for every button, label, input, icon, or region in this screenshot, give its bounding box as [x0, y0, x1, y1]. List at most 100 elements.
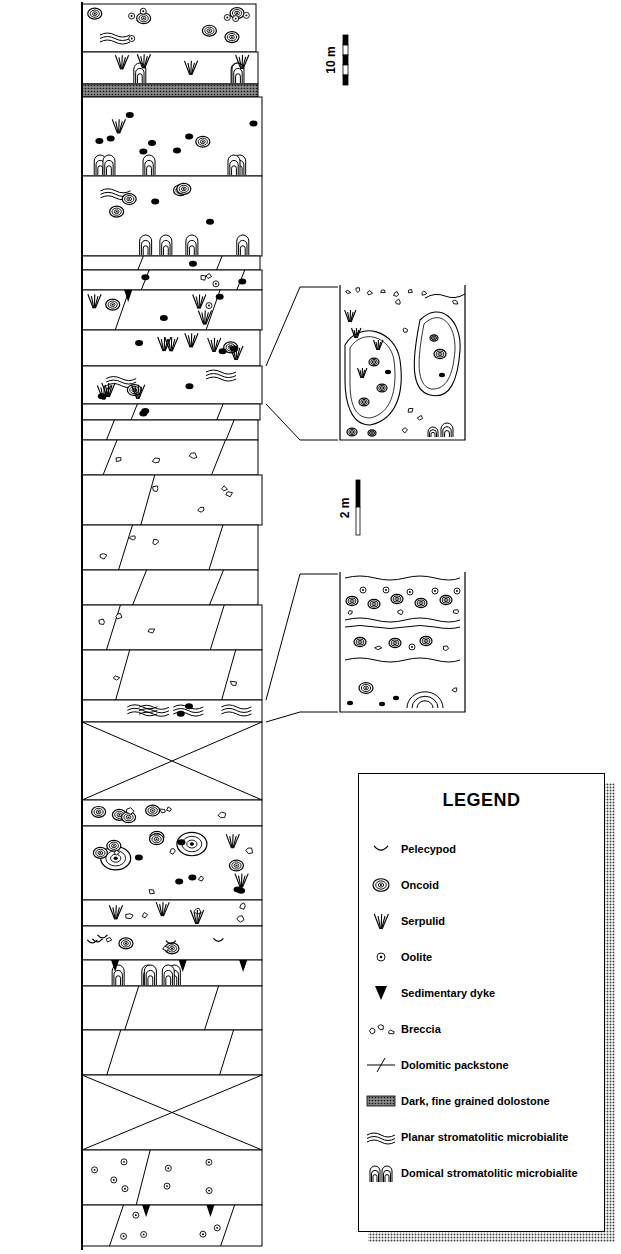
oolite-symbol: [140, 8, 146, 14]
grain-blob: [175, 879, 183, 885]
oncoid-ring: [234, 864, 239, 868]
oncoid-core: [99, 852, 101, 854]
breccia-clast: [153, 486, 158, 492]
stromatolite-lamina: [445, 431, 450, 437]
oncoid-symbol: [177, 183, 191, 194]
packstone-joint: [377, 1058, 385, 1072]
stromatolite-lamina: [189, 246, 194, 255]
serpulid-tube: [382, 914, 388, 929]
legend-symbol: [365, 1054, 397, 1076]
oolite-ring: [121, 1159, 127, 1165]
stromatolite-lamina: [164, 970, 172, 985]
breccia-clast: [394, 292, 399, 297]
oncoid-core: [113, 845, 115, 847]
bed-outline: [82, 475, 262, 525]
oncoid-ring: [111, 844, 116, 848]
serpulid-symbol: [88, 294, 101, 308]
inset-leader: [266, 404, 338, 440]
oncoid-core: [425, 640, 427, 641]
oncoid-ring: [372, 602, 376, 605]
bed-outline: [82, 826, 262, 900]
scale-label: 2 m: [338, 498, 352, 519]
oncoid-ring: [368, 430, 376, 436]
upper-inset: [266, 285, 465, 440]
oolite-ring: [140, 8, 146, 14]
breccia-clast: [201, 276, 206, 281]
serpulid-symbol: [193, 295, 206, 309]
oncoid-core: [143, 17, 145, 19]
oncoid-symbol: [122, 194, 136, 205]
breccia-clast: [170, 849, 175, 855]
oncoid-core: [381, 387, 382, 388]
oolite-symbol: [454, 588, 460, 594]
oolite-ring: [206, 303, 212, 309]
oncoid-core: [351, 431, 352, 432]
scale-segment: [343, 35, 348, 45]
oncoid-ring: [347, 428, 357, 436]
serpulid-tube: [215, 338, 221, 352]
pelecypod-shell: [374, 846, 388, 850]
oolite-core: [94, 1169, 96, 1171]
packstone-joint: [211, 440, 225, 475]
oncoid-symbol: [119, 938, 133, 949]
oolite-core: [245, 14, 247, 16]
bed: [82, 84, 258, 97]
stromatolite-lamina: [147, 166, 152, 175]
oolite-core: [434, 590, 436, 592]
oolite-ring: [111, 1177, 117, 1183]
breccia-clast: [198, 876, 203, 881]
legend-symbol: [365, 1162, 397, 1184]
oncoid-ring: [370, 601, 378, 607]
serpulid-tube: [202, 312, 204, 324]
packstone-joint: [138, 256, 144, 270]
oolite-core: [113, 1179, 115, 1181]
packstone-joint: [136, 1150, 150, 1205]
oncoid-core: [396, 598, 398, 599]
oolite-ring: [129, 13, 135, 19]
packstone-joint: [222, 650, 236, 700]
breccia-clast: [206, 273, 212, 278]
oolite-ring: [407, 589, 413, 595]
oolite-ring: [200, 1231, 206, 1237]
oolite-ring: [206, 1188, 212, 1194]
oncoid-ring: [420, 636, 432, 645]
serpulid-symbol: [358, 368, 367, 378]
lamina: [345, 658, 460, 662]
serpulid-symbol: [230, 346, 243, 360]
oncoid-ring: [379, 385, 386, 390]
serpulid-tube: [237, 346, 243, 360]
stromatolite-lamina: [417, 701, 433, 708]
oolite-symbol: [409, 644, 415, 650]
breccia-clast: [116, 458, 121, 462]
serpulid-tube: [345, 310, 349, 322]
oncoid-symbol: [93, 847, 107, 858]
stromatolite-lamina: [116, 976, 121, 985]
bed-outline: [82, 52, 258, 84]
oncoid-ring: [88, 8, 102, 19]
legend-entry: Breccia: [359, 1018, 604, 1040]
oncoid-ring: [395, 597, 399, 600]
oolite-symbol: [129, 36, 135, 42]
inset-leader: [266, 574, 338, 700]
serpulid-tube: [137, 54, 142, 68]
oolite-core: [226, 17, 228, 19]
oolite-core: [208, 305, 210, 307]
oncoid-ring: [170, 947, 175, 951]
bed-outline: [82, 986, 262, 1030]
oncoid-symbol: [225, 32, 239, 43]
serpulid-symbol: [165, 337, 178, 351]
oolite-symbol: [121, 1233, 127, 1239]
oncoid-ring: [122, 194, 136, 205]
oolite-symbol: [165, 1165, 171, 1171]
serpulid-tube: [192, 333, 198, 347]
oncoid-ring: [434, 349, 446, 358]
bed: [82, 525, 258, 570]
stromatolite-lamina: [407, 692, 443, 708]
serpulid-tube: [193, 295, 198, 309]
oncoid-core: [365, 687, 367, 689]
oncoid-ring: [376, 881, 387, 889]
bed-outline: [82, 570, 258, 605]
breccia-clast: [148, 629, 155, 633]
oncoid-ring: [350, 431, 353, 434]
